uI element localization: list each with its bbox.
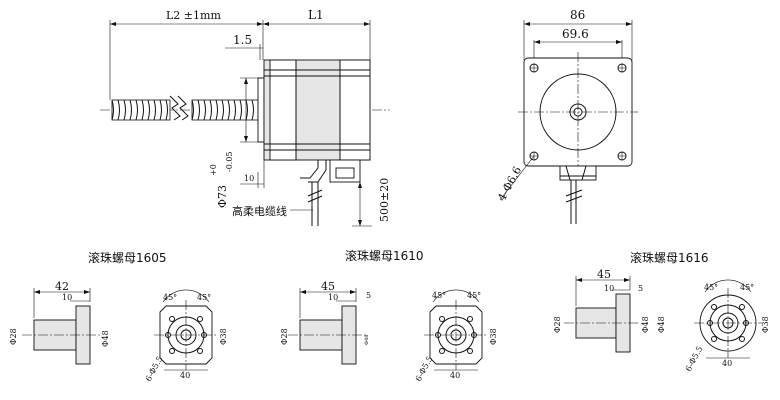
nut-holes: 6-Φ5.5 [414, 355, 435, 383]
cable [290, 182, 323, 226]
motor-body [263, 59, 371, 161]
nut-title: 滚珠螺母1616 [630, 250, 709, 265]
dim-10: 10 [244, 174, 254, 183]
nut-angle1: 45° [163, 293, 177, 302]
nut-flange-dia: Φ48 [364, 335, 370, 345]
nut-flange-dia: Φ48 [641, 316, 650, 333]
dim-69: 69.6 [562, 27, 589, 41]
cable-label: 高柔电缆线 [232, 204, 287, 218]
motor-front-view: 86 69.6 4-Φ6.6 [495, 8, 638, 224]
nut-flange: 10 [328, 293, 338, 302]
ball-nut-1605: 滚珠螺母1605 42 10 Φ28 Φ48 45° 45° Φ38 40 6-… [9, 250, 228, 383]
nut-dia: Φ28 [280, 328, 289, 345]
nut-flange-dia: Φ48 [101, 330, 110, 347]
front-holes: 4-Φ6.6 [495, 164, 524, 203]
nut-dia-2: Φ48 [657, 316, 666, 333]
nut-pcd: 40 [722, 359, 732, 368]
nut-angle1: 45° [704, 283, 718, 292]
nut-title: 滚珠螺母1605 [88, 250, 167, 265]
nut-pcd: 40 [180, 371, 190, 380]
nut-len: 45 [321, 280, 335, 293]
motor-flange-plate [257, 77, 265, 143]
cable-connector [300, 159, 361, 183]
dim-gap: 1.5 [233, 33, 252, 47]
nut-gap: 5 [366, 291, 371, 300]
dim-tol-lower: -0.05 [225, 151, 234, 172]
front-connector [559, 165, 597, 224]
nut-len: 42 [55, 280, 69, 293]
nut-holes: 6-Φ5.5 [684, 345, 705, 373]
ball-nut-1610: 滚珠螺母1610 45 10 5 Φ28 Φ48 45° 45° Φ38 40 … [280, 248, 498, 383]
nut-title: 滚珠螺母1610 [345, 248, 424, 263]
nut-len: 45 [597, 268, 611, 281]
nut-angle1: 45° [432, 291, 446, 300]
lead-screw-right [191, 99, 259, 121]
nut-dia: Φ28 [553, 316, 562, 333]
nut-angle2: 45° [197, 293, 211, 302]
nut-gap: 5 [638, 284, 643, 293]
dim-L2: L2 ±1mm [166, 9, 221, 22]
nut-angle2: 45° [740, 283, 754, 292]
nut-side-dia: Φ38 [489, 328, 498, 345]
nut-flange: 10 [604, 284, 614, 293]
nut-angle2: 45° [467, 291, 481, 300]
ball-nut-1616: 滚珠螺母1616 45 10 5 Φ28 Φ48 Φ48 45° 45° Φ38… [553, 250, 770, 373]
nut-holes: 6-Φ5.5 [144, 355, 165, 383]
dim-L1: L1 [308, 8, 324, 22]
nut-side-dia: Φ38 [761, 316, 770, 333]
lead-screw-left [111, 95, 189, 121]
dim-tol-upper: +0 [209, 164, 218, 176]
nut-flange: 10 [62, 293, 72, 302]
nut-dia: Φ28 [9, 328, 18, 345]
dim-cable-len: 500±20 [378, 178, 391, 222]
nut-side-dia: Φ38 [219, 328, 228, 345]
dim-86: 86 [570, 8, 585, 22]
motor-side-view: L2 ±1mm L1 1.5 [100, 8, 391, 227]
nut-pcd: 40 [450, 371, 460, 380]
dim-shaft-dia: Φ73 [216, 185, 229, 208]
